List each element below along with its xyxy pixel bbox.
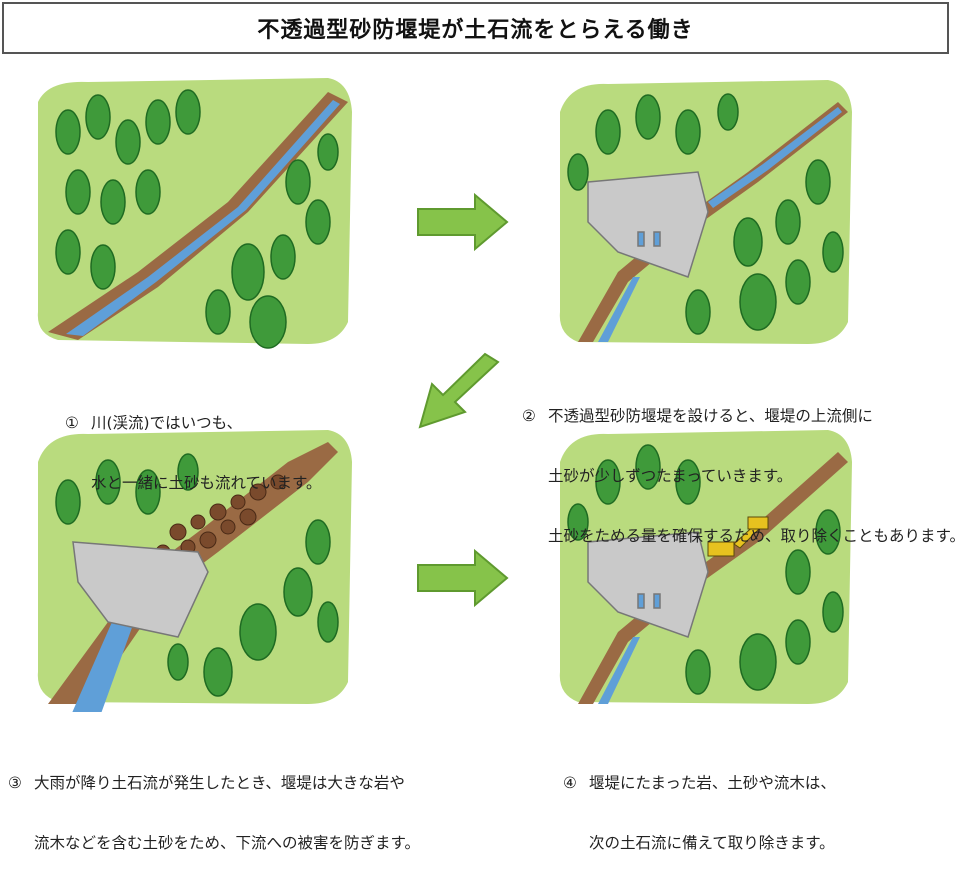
caption-line: 川(渓流)ではいつも、 bbox=[91, 414, 243, 432]
caption-line: 土砂が少しずつたまっていきます。 bbox=[548, 467, 793, 485]
debris-rocks bbox=[155, 474, 286, 560]
tree-group bbox=[55, 89, 339, 349]
arrow-right-bottom-icon bbox=[417, 548, 509, 608]
caption-line: 流木などを含む土砂をため、下流への被害を防ぎます。 bbox=[34, 834, 420, 852]
caption-step-4: ④ 堰堤にたまった岩、土砂や流木は、 次の土石流に備えて取り除きます。 bbox=[563, 733, 836, 873]
tree-group bbox=[567, 444, 844, 695]
arrow-right-top-icon bbox=[417, 192, 509, 252]
caption-line: 次の土石流に備えて取り除きます。 bbox=[589, 834, 835, 852]
panel-2-illustration bbox=[548, 72, 858, 352]
caption-step-1: ① 川(渓流)ではいつも、 水と一緒に土砂も流れています。 bbox=[65, 373, 322, 513]
panel-3-illustration bbox=[28, 422, 358, 712]
title-box: 不透過型砂防堰堤が土石流をとらえる働き bbox=[2, 2, 949, 54]
caption-line: 大雨が降り土石流が発生したとき、堰堤は大きな岩や bbox=[34, 774, 405, 792]
caption-step-3: ③ 大雨が降り土石流が発生したとき、堰堤は大きな岩や 流木などを含む土砂をため、下… bbox=[8, 733, 420, 873]
dam bbox=[72, 541, 209, 638]
caption-line: 土砂をためる量を確保するため、取り除くこともあります。 bbox=[548, 527, 955, 545]
arrow-diagonal-icon bbox=[418, 352, 500, 429]
excavator-icon bbox=[707, 516, 769, 557]
step-number: ③ bbox=[8, 774, 22, 792]
caption-line: 堰堤にたまった岩、土砂や流木は、 bbox=[589, 774, 836, 792]
tree-group bbox=[55, 453, 339, 697]
page-title: 不透過型砂防堰堤が土石流をとらえる働き bbox=[257, 18, 694, 43]
step-number: ① bbox=[65, 414, 79, 432]
dam bbox=[587, 171, 709, 278]
panel-4-illustration bbox=[548, 422, 858, 712]
step-number: ② bbox=[522, 407, 536, 425]
panel-1-illustration bbox=[28, 72, 358, 352]
step-number: ④ bbox=[563, 774, 577, 792]
dam bbox=[587, 531, 709, 638]
caption-line: 不透過型砂防堰堤を設けると、堰堤の上流側に bbox=[548, 407, 873, 425]
tree-group bbox=[567, 93, 844, 335]
caption-line: 水と一緒に土砂も流れています。 bbox=[91, 474, 322, 492]
